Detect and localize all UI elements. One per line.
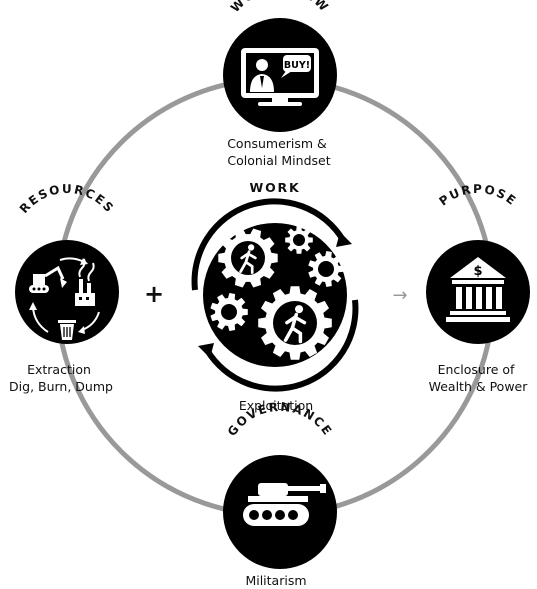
purpose-title: PURPOSE [436,182,519,209]
plus-connector: + [144,280,164,308]
work-caption: Exploitation [239,398,313,413]
bank-dollar-icon: $ [446,257,510,322]
governance-node: GOVERNANCE Militarism [223,400,337,588]
bank-dollar-sign: $ [473,264,482,279]
gear-left-hole [221,304,237,320]
resources-title: RESOURCES [17,182,117,216]
running-person-small [239,244,257,275]
gear-right-hole [318,261,334,277]
tv-salesman-icon: BUY! [241,48,319,106]
arrow-connector: → [392,285,407,306]
tank-icon [243,483,326,526]
work-title: WORK [250,180,301,195]
purpose-caption: Enclosure of Wealth & Power [429,362,529,394]
worldview-caption: Consumerism & Colonial Mindset [227,136,331,168]
worldview-title: WORLDVIEW [228,0,332,15]
gears-running-people-icon [210,226,344,360]
governance-caption: Militarism [245,573,306,588]
resources-caption: Extraction Dig, Burn, Dump [9,362,113,394]
gear-top-small-hole [293,234,305,246]
speech-bubble-text: BUY! [284,60,310,71]
running-person-large [283,305,307,344]
excavator-factory-trash-icon [29,257,100,340]
cycle-arrow-bottom [204,299,359,392]
work-node: WORK Exploitation [191,180,359,413]
cycle-arrow-top [191,198,346,291]
worldview-node: WORLDVIEW BUY! Consumerism & Colonial Mi… [223,0,337,168]
resources-node: RESOURCES [9,182,119,394]
cycle-arrow-bottom-head [198,343,214,358]
cycle-arrow-top-head [336,232,352,247]
